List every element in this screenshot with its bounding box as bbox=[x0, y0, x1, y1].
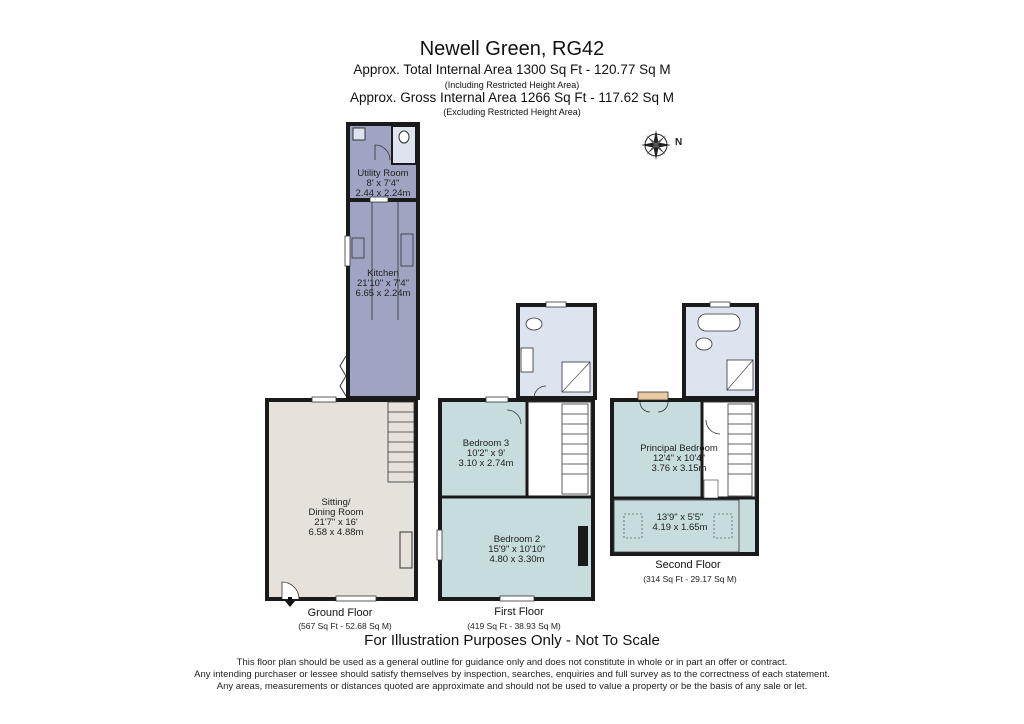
utility-room-metric: 2.44 x 2.24m bbox=[356, 188, 411, 199]
principal-bedroom-name: Principal Bedroom bbox=[640, 443, 718, 454]
restricted-height-area bbox=[613, 499, 740, 553]
legal-line-2: Any intending purchaser or lessee should… bbox=[194, 669, 830, 680]
ground-floor-plan bbox=[265, 122, 420, 607]
utility-room-imperial: 8' x 7'4" bbox=[367, 178, 400, 189]
staircase bbox=[727, 403, 753, 497]
bifold-door bbox=[339, 355, 347, 397]
bedroom3-metric: 3.10 x 2.74m bbox=[459, 458, 514, 469]
kitchen-imperial: 21'10" x 7'4" bbox=[357, 278, 409, 289]
kitchen-room bbox=[346, 198, 420, 400]
gross-area-note: (Excluding Restricted Height Area) bbox=[443, 107, 581, 117]
legal-line-1: This floor plan should be used as a gene… bbox=[236, 657, 788, 668]
kitchen-sink-icon bbox=[351, 237, 365, 259]
principal-bedroom-metric: 3.76 x 3.15m bbox=[652, 463, 707, 474]
compass-icon bbox=[641, 130, 671, 160]
window bbox=[485, 396, 509, 403]
window bbox=[545, 301, 567, 308]
ground-floor-label: Ground Floor bbox=[308, 607, 373, 619]
illustration-disclaimer: For Illustration Purposes Only - Not To … bbox=[364, 632, 660, 649]
shower-tray-icon bbox=[726, 359, 754, 391]
bedroom2-metric: 4.80 x 3.30m bbox=[490, 554, 545, 565]
utility-room-name: Utility Room bbox=[357, 168, 408, 179]
first-floor-area: (419 Sq Ft - 38.93 Sq M) bbox=[467, 621, 561, 631]
kitchen-name: Kitchen bbox=[367, 268, 399, 279]
sink-icon bbox=[352, 127, 366, 141]
bedroom2-name: Bedroom 2 bbox=[494, 534, 540, 545]
toilet-icon bbox=[398, 130, 410, 144]
door-swing bbox=[506, 409, 522, 425]
first-floor-plan bbox=[436, 301, 597, 602]
second-floor-area: (314 Sq Ft - 29.17 Sq M) bbox=[643, 574, 737, 584]
bedroom3-name: Bedroom 3 bbox=[463, 438, 509, 449]
dormer-window bbox=[637, 391, 669, 401]
restricted-area-metric: 4.19 x 1.65m bbox=[653, 522, 708, 533]
sitting-room-imperial: 21'7" x 16' bbox=[314, 517, 358, 528]
window bbox=[499, 595, 535, 602]
door-swing bbox=[374, 144, 391, 161]
sitting-room-name-line1: Sitting/ bbox=[321, 497, 350, 508]
hob-icon bbox=[400, 233, 414, 267]
plan-title: Newell Green, RG42 bbox=[419, 38, 605, 60]
basin-icon bbox=[520, 347, 534, 373]
bedroom2-imperial: 15'9" x 10'10" bbox=[488, 544, 545, 555]
window bbox=[311, 396, 337, 403]
door-swing bbox=[533, 385, 547, 399]
sitting-room-name-line2: Dining Room bbox=[309, 507, 364, 518]
door-gap bbox=[703, 479, 719, 499]
sitting-room-metric: 6.58 x 4.88m bbox=[309, 527, 364, 538]
door-swing bbox=[639, 401, 669, 413]
skylight bbox=[623, 513, 643, 539]
door-swing bbox=[705, 419, 721, 435]
chimney-breast bbox=[578, 526, 588, 566]
first-floor-label: First Floor bbox=[494, 606, 544, 618]
ground-floor-area: (567 Sq Ft - 52.68 Sq M) bbox=[298, 621, 392, 631]
entrance-arrow-icon bbox=[285, 597, 295, 607]
fireplace bbox=[399, 531, 413, 569]
second-floor-label: Second Floor bbox=[655, 559, 721, 571]
total-internal-area: Approx. Total Internal Area 1300 Sq Ft -… bbox=[353, 62, 671, 77]
compass-north-label: N bbox=[675, 137, 682, 148]
gross-internal-area: Approx. Gross Internal Area 1266 Sq Ft -… bbox=[350, 90, 674, 105]
bath-icon bbox=[697, 313, 741, 332]
principal-bedroom-imperial: 12'4" x 10'4" bbox=[653, 453, 705, 464]
wc-cubicle bbox=[391, 125, 417, 165]
window bbox=[436, 529, 443, 561]
entrance-door-swing bbox=[281, 581, 300, 600]
toilet-icon bbox=[525, 317, 543, 331]
staircase bbox=[561, 403, 589, 495]
total-area-note: (Including Restricted Height Area) bbox=[444, 80, 580, 90]
toilet-icon bbox=[695, 337, 713, 351]
shower-tray-icon bbox=[561, 361, 591, 393]
window bbox=[344, 235, 351, 267]
restricted-area-imperial: 13'9" x 5'5" bbox=[657, 512, 704, 523]
window bbox=[369, 196, 389, 203]
window bbox=[709, 301, 731, 308]
window bbox=[335, 595, 377, 602]
staircase bbox=[387, 401, 415, 483]
kitchen-metric: 6.65 x 2.24m bbox=[356, 288, 411, 299]
skylight bbox=[713, 513, 733, 539]
second-floor-plan bbox=[610, 301, 759, 556]
bedroom3-imperial: 10'2" x 9' bbox=[467, 448, 505, 459]
legal-line-3: Any areas, measurements or distances quo… bbox=[216, 681, 808, 692]
